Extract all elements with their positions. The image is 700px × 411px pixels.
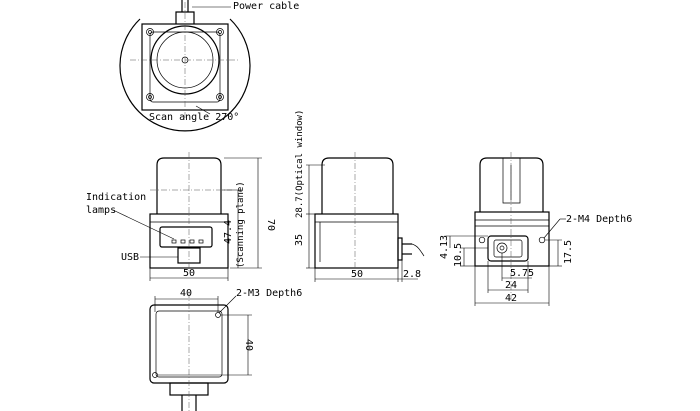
side-view: 50 2.8 35 28.7(Optical window) [294, 110, 425, 282]
power-cable-label: Power cable [233, 1, 299, 12]
rear-413-dim: 4.13 [439, 235, 450, 259]
scanning-plane-dim: 47.4 [223, 220, 234, 244]
m4-hole [478, 236, 486, 244]
indication-lamp [180, 239, 186, 244]
front-height-dim: 70 [265, 219, 276, 231]
m3-hole [215, 312, 221, 318]
side-view-head [321, 157, 394, 214]
indication-lamp [198, 239, 204, 244]
indication-lamps-label-1: Indication [86, 192, 146, 203]
scan-angle-label: Scan angle 270° [149, 112, 239, 123]
indication-lamps-window [159, 226, 213, 248]
scan-angle-arc [119, 18, 251, 132]
side-height-dim: 35 [294, 234, 305, 246]
front-view: 50 70 47.4 (Scanning plane) Indication l… [86, 152, 276, 281]
m3-depth-label: 2-M3 Depth6 [236, 288, 302, 299]
bottom-width-dim: 40 [180, 288, 192, 299]
m4-hole [538, 236, 546, 244]
side-connector [397, 237, 403, 261]
bottom-view: 40 40 2-M3 Depth6 [149, 288, 302, 411]
rear-105-dim: 10.5 [453, 243, 464, 267]
side-width-dim: 50 [351, 269, 363, 280]
rear-175-dim: 17.5 [563, 240, 574, 264]
rear-24-dim: 24 [505, 280, 517, 291]
usb-label: USB [121, 252, 139, 263]
rear-connector [487, 235, 529, 262]
power-cable-connector [175, 11, 195, 24]
m3-hole [152, 372, 158, 378]
scanning-plane-label: (Scanning plane) [236, 181, 246, 268]
bottom-height-dim: 40 [243, 339, 254, 351]
rear-575-dim: 5.75 [510, 268, 534, 279]
side-connector-dim: 2.8 [403, 269, 421, 280]
front-width-dim: 50 [183, 268, 195, 279]
indication-lamps-label-2: lamps [86, 205, 116, 216]
rear-view-head [479, 157, 544, 212]
rear-view: 42 24 5.75 17.5 10.5 4.13 2-M4 Depth6 [439, 152, 632, 306]
top-view: Power cable Scan angle 270° [119, 0, 299, 132]
indication-lamp [189, 239, 195, 244]
rear-view-base [474, 211, 550, 267]
optical-window-dim: 28.7(Optical window) [295, 110, 305, 218]
indication-lamp [171, 239, 177, 244]
m4-depth-label: 2-M4 Depth6 [566, 214, 632, 225]
rear-width-dim: 42 [505, 293, 517, 304]
